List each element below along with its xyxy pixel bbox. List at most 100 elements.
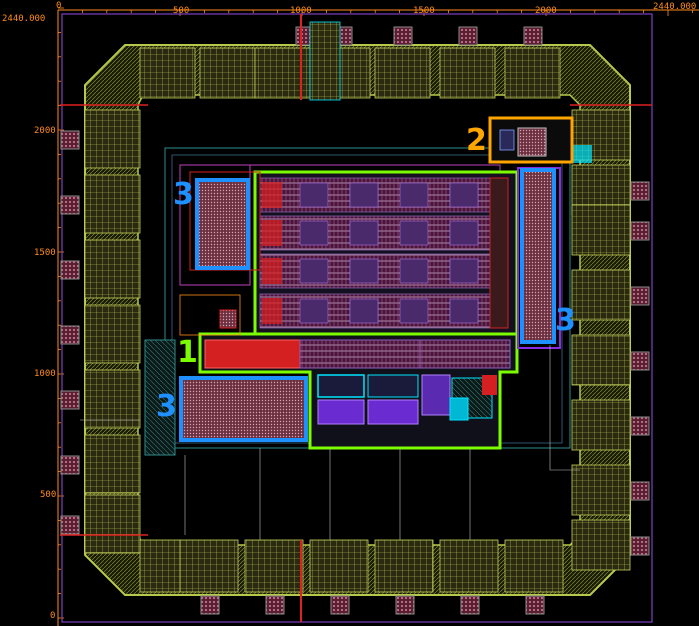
memory-block-bottom-left — [179, 376, 308, 442]
io-cell — [84, 174, 141, 234]
bond-pad-icon — [393, 26, 413, 46]
io-cell — [84, 434, 141, 494]
bond-pad-icon — [525, 595, 545, 615]
right-pad-row — [571, 109, 650, 571]
bond-pad-icon — [630, 286, 650, 306]
io-cell — [571, 204, 631, 256]
cell-row-tap — [262, 182, 282, 208]
bond-pad-icon — [630, 351, 650, 371]
io-cell — [572, 145, 592, 163]
bond-pad-icon — [330, 595, 350, 615]
macro-cell — [399, 298, 429, 324]
io-cell — [439, 539, 499, 593]
macro-cell — [299, 220, 329, 246]
top-tick-label: 0 — [56, 1, 62, 11]
bottom-pad-row — [139, 539, 564, 615]
left-tick-label: 2000 — [34, 126, 56, 136]
bond-pad-icon — [200, 595, 220, 615]
annotation-block-3-top-left: 3 — [173, 177, 194, 212]
macro-cell — [299, 182, 329, 208]
bond-pad-icon — [523, 26, 543, 46]
io-cell — [439, 47, 496, 99]
left-tick-label: 0 — [50, 611, 56, 621]
top-tick-label: 1000 — [290, 6, 312, 16]
macro-cell — [349, 220, 379, 246]
cell-row-tap — [262, 258, 282, 284]
io-cell — [139, 539, 181, 593]
macro-cell — [299, 298, 329, 324]
bond-pad-icon — [60, 325, 80, 345]
bond-pad-icon — [60, 455, 80, 475]
io-cell — [244, 539, 304, 593]
io-cell — [504, 47, 561, 99]
bond-pad-icon — [265, 595, 285, 615]
macro-cell — [449, 298, 479, 324]
io-cell — [84, 369, 141, 429]
bond-pad-icon — [60, 260, 80, 280]
macro-cell — [449, 182, 479, 208]
macro-cell — [349, 298, 379, 324]
bond-pad-icon — [60, 515, 80, 535]
io-cell — [139, 47, 196, 99]
bond-pad-icon — [630, 221, 650, 241]
io-cell — [571, 519, 631, 571]
left-tick-label: 1500 — [34, 248, 56, 258]
io-cell — [309, 21, 341, 101]
bond-pad-icon — [630, 181, 650, 201]
bond-pad-icon — [630, 481, 650, 501]
io-cell — [504, 539, 564, 593]
left-tick-label: 500 — [40, 490, 57, 500]
cell-row-tap — [262, 298, 282, 324]
top-tick-label: 500 — [173, 6, 190, 16]
io-cell — [571, 334, 631, 386]
die-outline — [61, 13, 653, 623]
macro-cell — [399, 220, 429, 246]
io-cell — [84, 109, 141, 169]
macro-cell — [349, 258, 379, 284]
left-tick-label: 1000 — [34, 369, 56, 379]
annotation-block-3-right: 3 — [555, 303, 576, 338]
macro-cell — [299, 258, 329, 284]
bond-pad-icon — [60, 195, 80, 215]
io-cell — [374, 47, 431, 99]
io-cell — [309, 539, 369, 593]
red-capacitor-array — [204, 339, 301, 369]
bond-pad-icon — [395, 595, 415, 615]
cell-row-tap — [262, 220, 282, 246]
io-cell — [84, 494, 141, 554]
bond-pad-icon — [60, 390, 80, 410]
io-cell — [179, 539, 239, 593]
macro-cell — [349, 182, 379, 208]
left-pad-row — [60, 109, 141, 554]
bond-pad-icon — [460, 595, 480, 615]
io-cell — [571, 269, 631, 321]
macro-cell — [449, 220, 479, 246]
bond-pad-icon — [630, 536, 650, 556]
macro-cell — [399, 258, 429, 284]
top-tick-label: 2000 — [535, 6, 557, 16]
memory-block-right — [520, 168, 556, 344]
bond-pad-icon — [630, 416, 650, 436]
bond-pad-icon — [60, 130, 80, 150]
top-ruler — [57, 10, 693, 16]
bond-pad-icon — [458, 26, 478, 46]
io-cell — [84, 239, 141, 299]
ruler-corner-label-right: 2440.000 — [653, 2, 697, 12]
power-strap — [489, 177, 509, 329]
annotation-block-2: 2 — [466, 123, 487, 158]
standard-cell-rows — [259, 177, 509, 329]
io-cell — [571, 399, 631, 451]
annotation-block-1: 1 — [177, 335, 198, 370]
macro-cell — [399, 182, 429, 208]
top-tick-label: 1500 — [413, 6, 435, 16]
annotation-block-3-bottom-left: 3 — [156, 389, 177, 424]
io-cell — [374, 539, 434, 593]
io-cell — [84, 304, 141, 364]
io-cell — [571, 464, 631, 516]
macro-cell — [449, 258, 479, 284]
memory-block-top-left — [195, 178, 250, 270]
io-cell — [199, 47, 256, 99]
ruler-corner-label-left: 2440.000 — [2, 14, 46, 24]
